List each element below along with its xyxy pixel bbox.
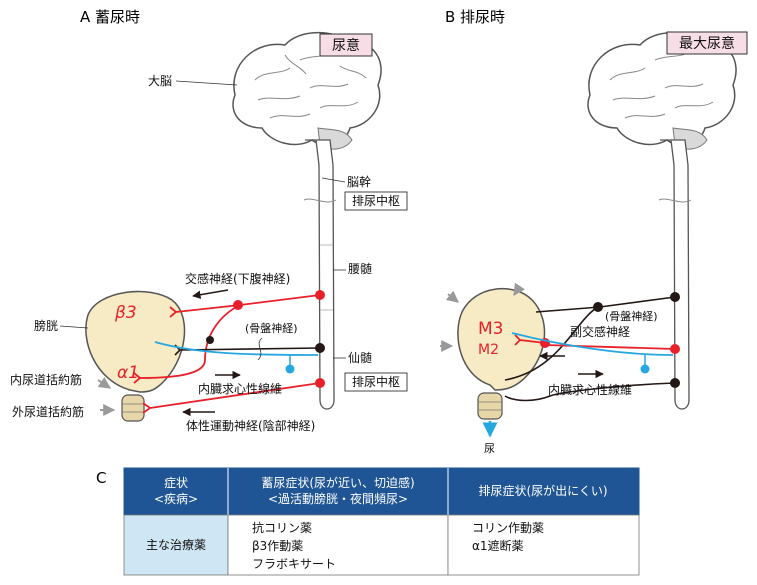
row-label-treatment: 主な治療薬 — [146, 538, 206, 552]
bladder-label-a: 膀胱 — [34, 318, 58, 333]
header-disease: <疾病> — [154, 491, 198, 506]
panel-a-title: A 蓄尿時 — [80, 8, 140, 26]
bladder-b — [457, 287, 546, 420]
spinal-cord — [305, 139, 335, 410]
alpha1-receptor-label: α1 — [117, 363, 139, 383]
header-storage-disease: <過活動膀胱・夜間頻尿> — [268, 491, 408, 506]
m2-receptor-label: M2 — [478, 342, 499, 358]
m3-receptor-label: M3 — [478, 319, 503, 339]
external-sphincter-label: 外尿道括約筋 — [12, 404, 84, 419]
external-sphincter-a — [121, 394, 145, 422]
sympathetic-pathway — [133, 290, 325, 414]
beta3-receptor-label: β3 — [114, 303, 137, 323]
micturition-center-box-a2 — [344, 372, 408, 392]
micturition-center-box-a — [344, 191, 408, 211]
micturition-center-label-a2: 排尿中枢 — [352, 374, 400, 389]
sensation-tag-b — [666, 31, 748, 55]
spinal-cord-b — [660, 139, 690, 410]
parasympathetic-nerve-label: 副交感神経 — [570, 324, 630, 339]
sensation-tag-b-label: 最大尿意 — [679, 35, 735, 52]
urine-label: 尿 — [484, 442, 495, 455]
voiding-drug-1: コリン作動薬 — [472, 521, 544, 535]
panel-a: A 蓄尿時 尿意 大脳 脳幹 排尿中枢 腰髄 仙髄 排尿中枢 — [10, 8, 408, 433]
header-voiding-symptom: 排尿症状(尿が出にくい) — [478, 483, 607, 498]
sensation-tag-a-label: 尿意 — [332, 37, 360, 54]
somatic-motor-label: 体性運動神経(陰部神経) — [186, 418, 315, 433]
bladder-a — [85, 290, 186, 422]
sacral-cord-label: 仙髄 — [348, 350, 372, 365]
voiding-drug-2: α1遮断薬 — [472, 538, 524, 553]
header-symptom: 症状 — [164, 475, 188, 490]
sensation-tag-a — [319, 33, 373, 57]
lumbar-cord-label: 腰髄 — [348, 261, 372, 276]
storage-drug-2: β3作動薬 — [252, 539, 303, 553]
header-storage-symptom: 蓄尿症状(尿が近い、切迫感) — [261, 475, 414, 490]
panel-c-title: C — [96, 469, 106, 487]
visceral-afferent-label-a: 内臓求心性線維 — [198, 381, 282, 396]
treatment-table: 症状 <疾病> 蓄尿症状(尿が近い、切迫感) <過活動膀胱・夜間頻尿> 排尿症状… — [123, 467, 640, 576]
cerebrum-label: 大脳 — [148, 74, 172, 88]
brain-illustration — [232, 31, 382, 150]
storage-drug-3: フラボキサート — [252, 557, 336, 571]
external-sphincter-b — [477, 392, 503, 420]
pelvic-nerve-label-a: (骨盤神経) — [245, 321, 298, 335]
brainstem-label: 脳幹 — [347, 174, 371, 189]
panel-b: B 排尿時 最大尿意 M3 M2 尿 — [440, 8, 748, 455]
visceral-afferent-label-b: 内臓求心性線維 — [548, 382, 632, 397]
storage-drug-1: 抗コリン薬 — [252, 520, 312, 535]
sympathetic-nerve-label: 交感神経(下腹神経) — [185, 271, 290, 286]
panel-b-title: B 排尿時 — [445, 8, 505, 26]
panel-c: C 症状 <疾病> 蓄尿症状(尿が近い、切迫感) <過活動膀胱・夜間頻尿> 排尿… — [96, 467, 640, 576]
pelvic-nerve-label-b: (骨盤神経) — [605, 309, 658, 323]
internal-sphincter-label: 内尿道括約筋 — [10, 372, 82, 387]
micturition-center-label-a: 排尿中枢 — [352, 193, 400, 208]
